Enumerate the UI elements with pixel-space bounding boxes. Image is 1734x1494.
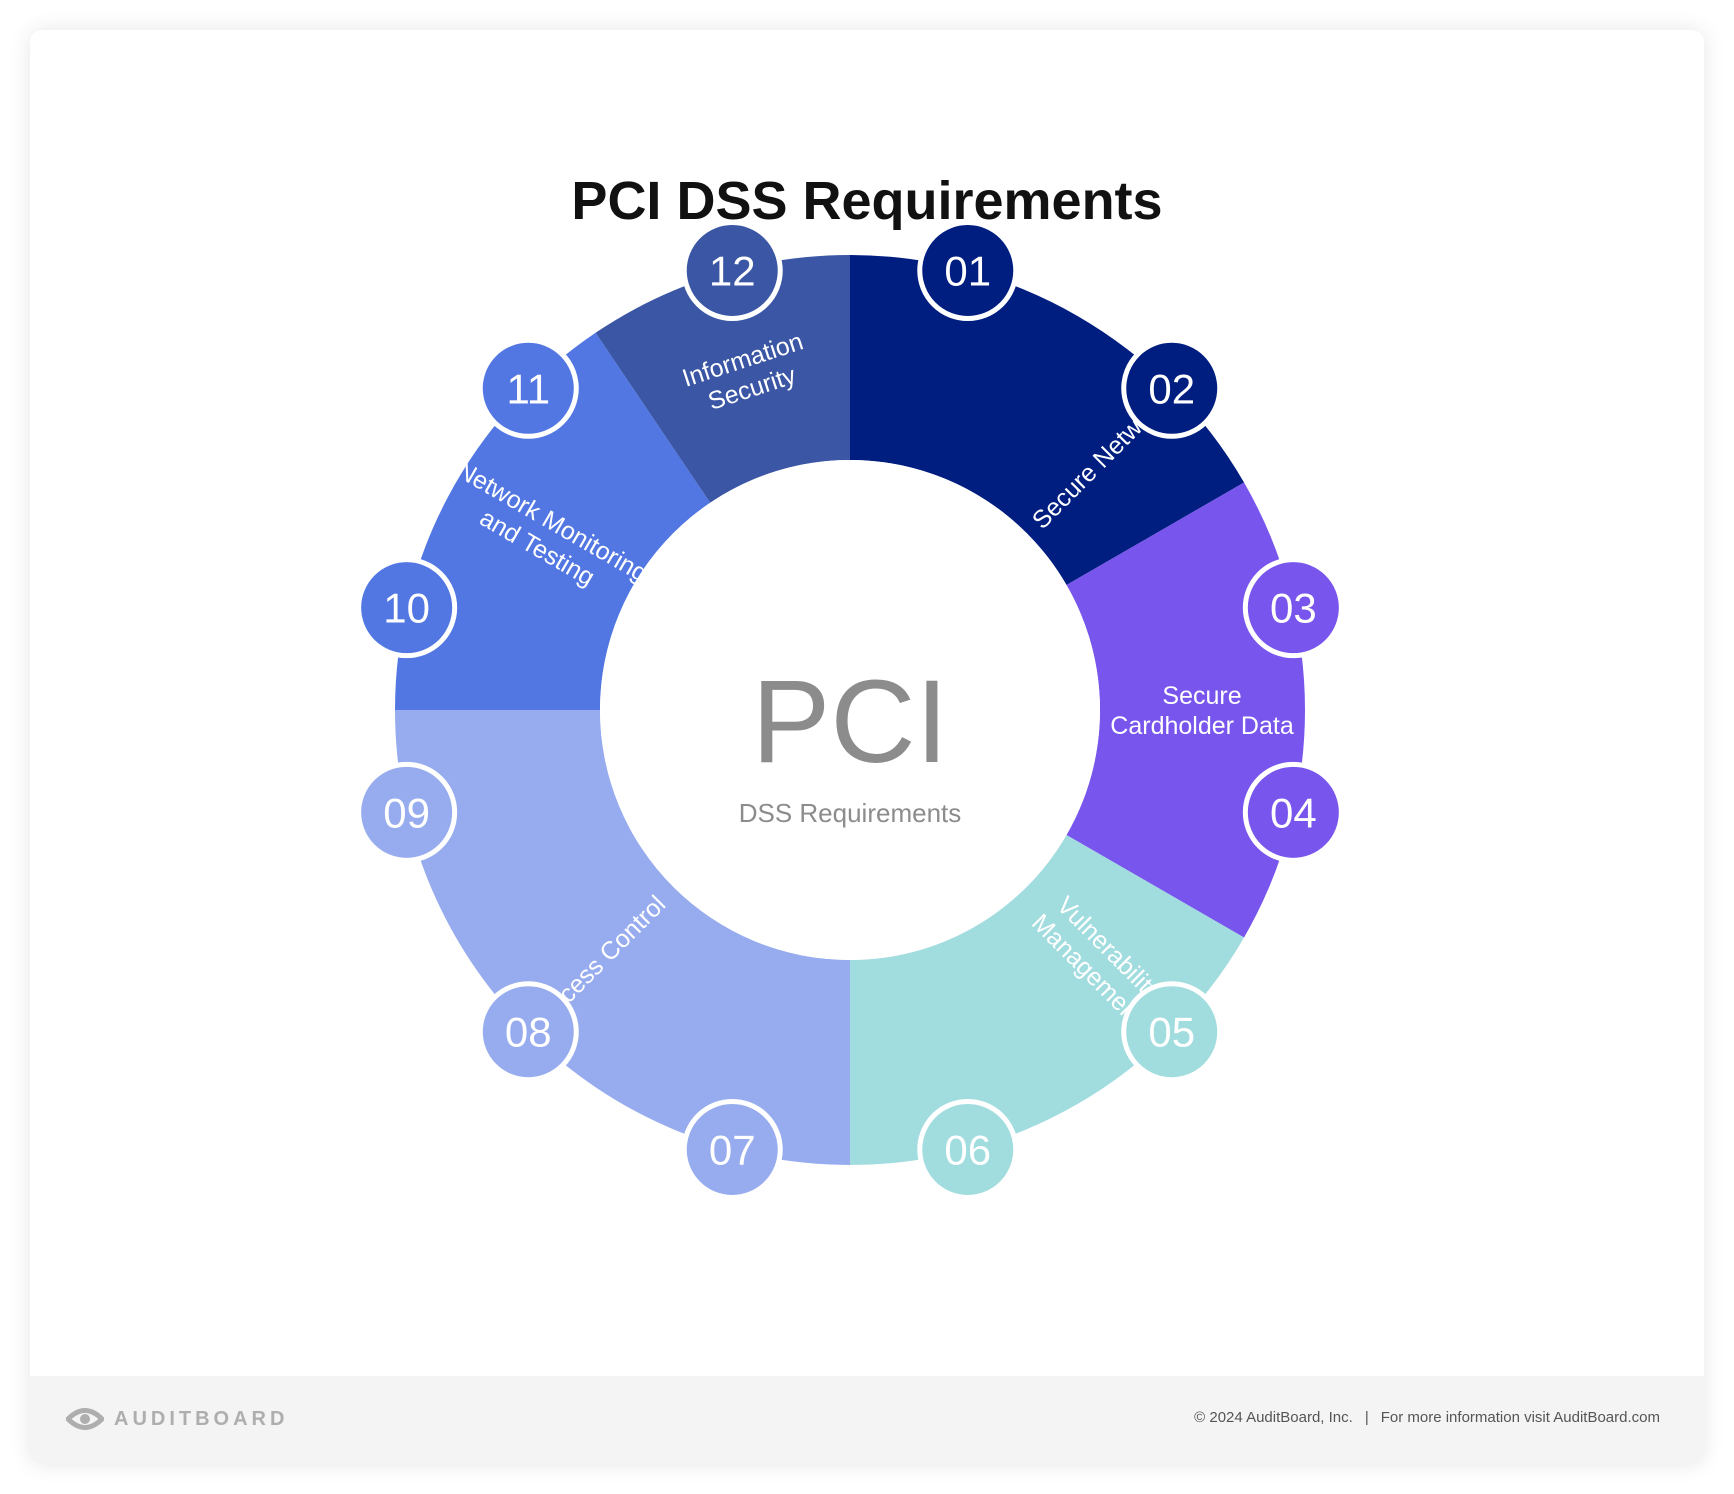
copyright-text: © 2024 AuditBoard, Inc.	[1194, 1409, 1353, 1426]
badge-circle	[917, 1098, 1019, 1200]
badge-number: 04	[1270, 789, 1317, 836]
badge-circle	[356, 557, 458, 659]
requirement-badge-04: 04	[1242, 761, 1344, 863]
auditboard-logo-icon	[66, 1408, 104, 1430]
badge-number: 03	[1270, 585, 1317, 632]
center-circle	[600, 460, 1100, 960]
requirement-badge-11: 11	[477, 337, 579, 439]
badge-number: 12	[709, 248, 756, 295]
badge-circle	[1121, 981, 1223, 1083]
infographic-card: PCI DSS Requirements PCI DSS Requirement…	[30, 30, 1704, 1464]
requirement-badge-06: 06	[917, 1098, 1019, 1200]
badge-number: 08	[505, 1009, 552, 1056]
badge-circle	[917, 220, 1019, 322]
requirement-badge-05: 05	[1121, 981, 1223, 1083]
brand: AUDITBOARD	[66, 1404, 288, 1434]
wheel-segment-6	[595, 255, 850, 503]
requirement-badge-02: 02	[1121, 337, 1223, 439]
badge-circle	[681, 220, 783, 322]
pci-requirements-wheel: PCI DSS Requirements Secure NetworkSecur…	[356, 220, 1344, 1200]
badge-number: 11	[506, 365, 550, 412]
footer-info: © 2024 AuditBoard, Inc. | For more infor…	[1194, 1409, 1660, 1426]
badge-circle	[1242, 557, 1344, 659]
requirement-badge-08: 08	[477, 981, 579, 1083]
requirement-badge-01: 01	[917, 220, 1019, 322]
badge-circle	[477, 981, 579, 1083]
badge-circle	[356, 761, 458, 863]
info-link[interactable]: For more information visit AuditBoard.co…	[1380, 1409, 1660, 1426]
badge-number: 06	[944, 1126, 991, 1173]
badge-number: 02	[1148, 365, 1195, 412]
requirement-badge-09: 09	[356, 761, 458, 863]
badge-circle	[1121, 337, 1223, 439]
requirement-badge-07: 07	[681, 1098, 783, 1200]
page-title: PCI DSS Requirements	[571, 171, 1163, 231]
badge-circle	[477, 337, 579, 439]
wheel-segment-4	[395, 710, 850, 1165]
wheel-segment-1	[850, 255, 1245, 585]
center-title: PCI	[752, 656, 949, 788]
badge-number: 07	[709, 1126, 756, 1173]
badge-number: 05	[1148, 1009, 1195, 1056]
brand-name: AUDITBOARD	[114, 1407, 289, 1430]
center-subtitle: DSS Requirements	[739, 798, 962, 828]
badge-number: 09	[383, 789, 430, 836]
badge-number: 01	[944, 248, 991, 295]
requirement-badge-10: 10	[356, 557, 458, 659]
wheel-segment-5	[395, 332, 711, 710]
segment-label-line: Cardholder Data	[1110, 712, 1294, 740]
footer-separator: |	[1364, 1409, 1369, 1426]
badge-circle	[681, 1098, 783, 1200]
badge-number: 10	[383, 585, 430, 632]
requirement-badge-03: 03	[1242, 557, 1344, 659]
footer: AUDITBOARD © 2024 AuditBoard, Inc. | For…	[30, 1376, 1704, 1464]
segment-label-line: Secure	[1162, 682, 1241, 710]
badge-circle	[1242, 761, 1344, 863]
wheel-segment-3	[850, 835, 1245, 1165]
requirement-badge-12: 12	[681, 220, 783, 322]
